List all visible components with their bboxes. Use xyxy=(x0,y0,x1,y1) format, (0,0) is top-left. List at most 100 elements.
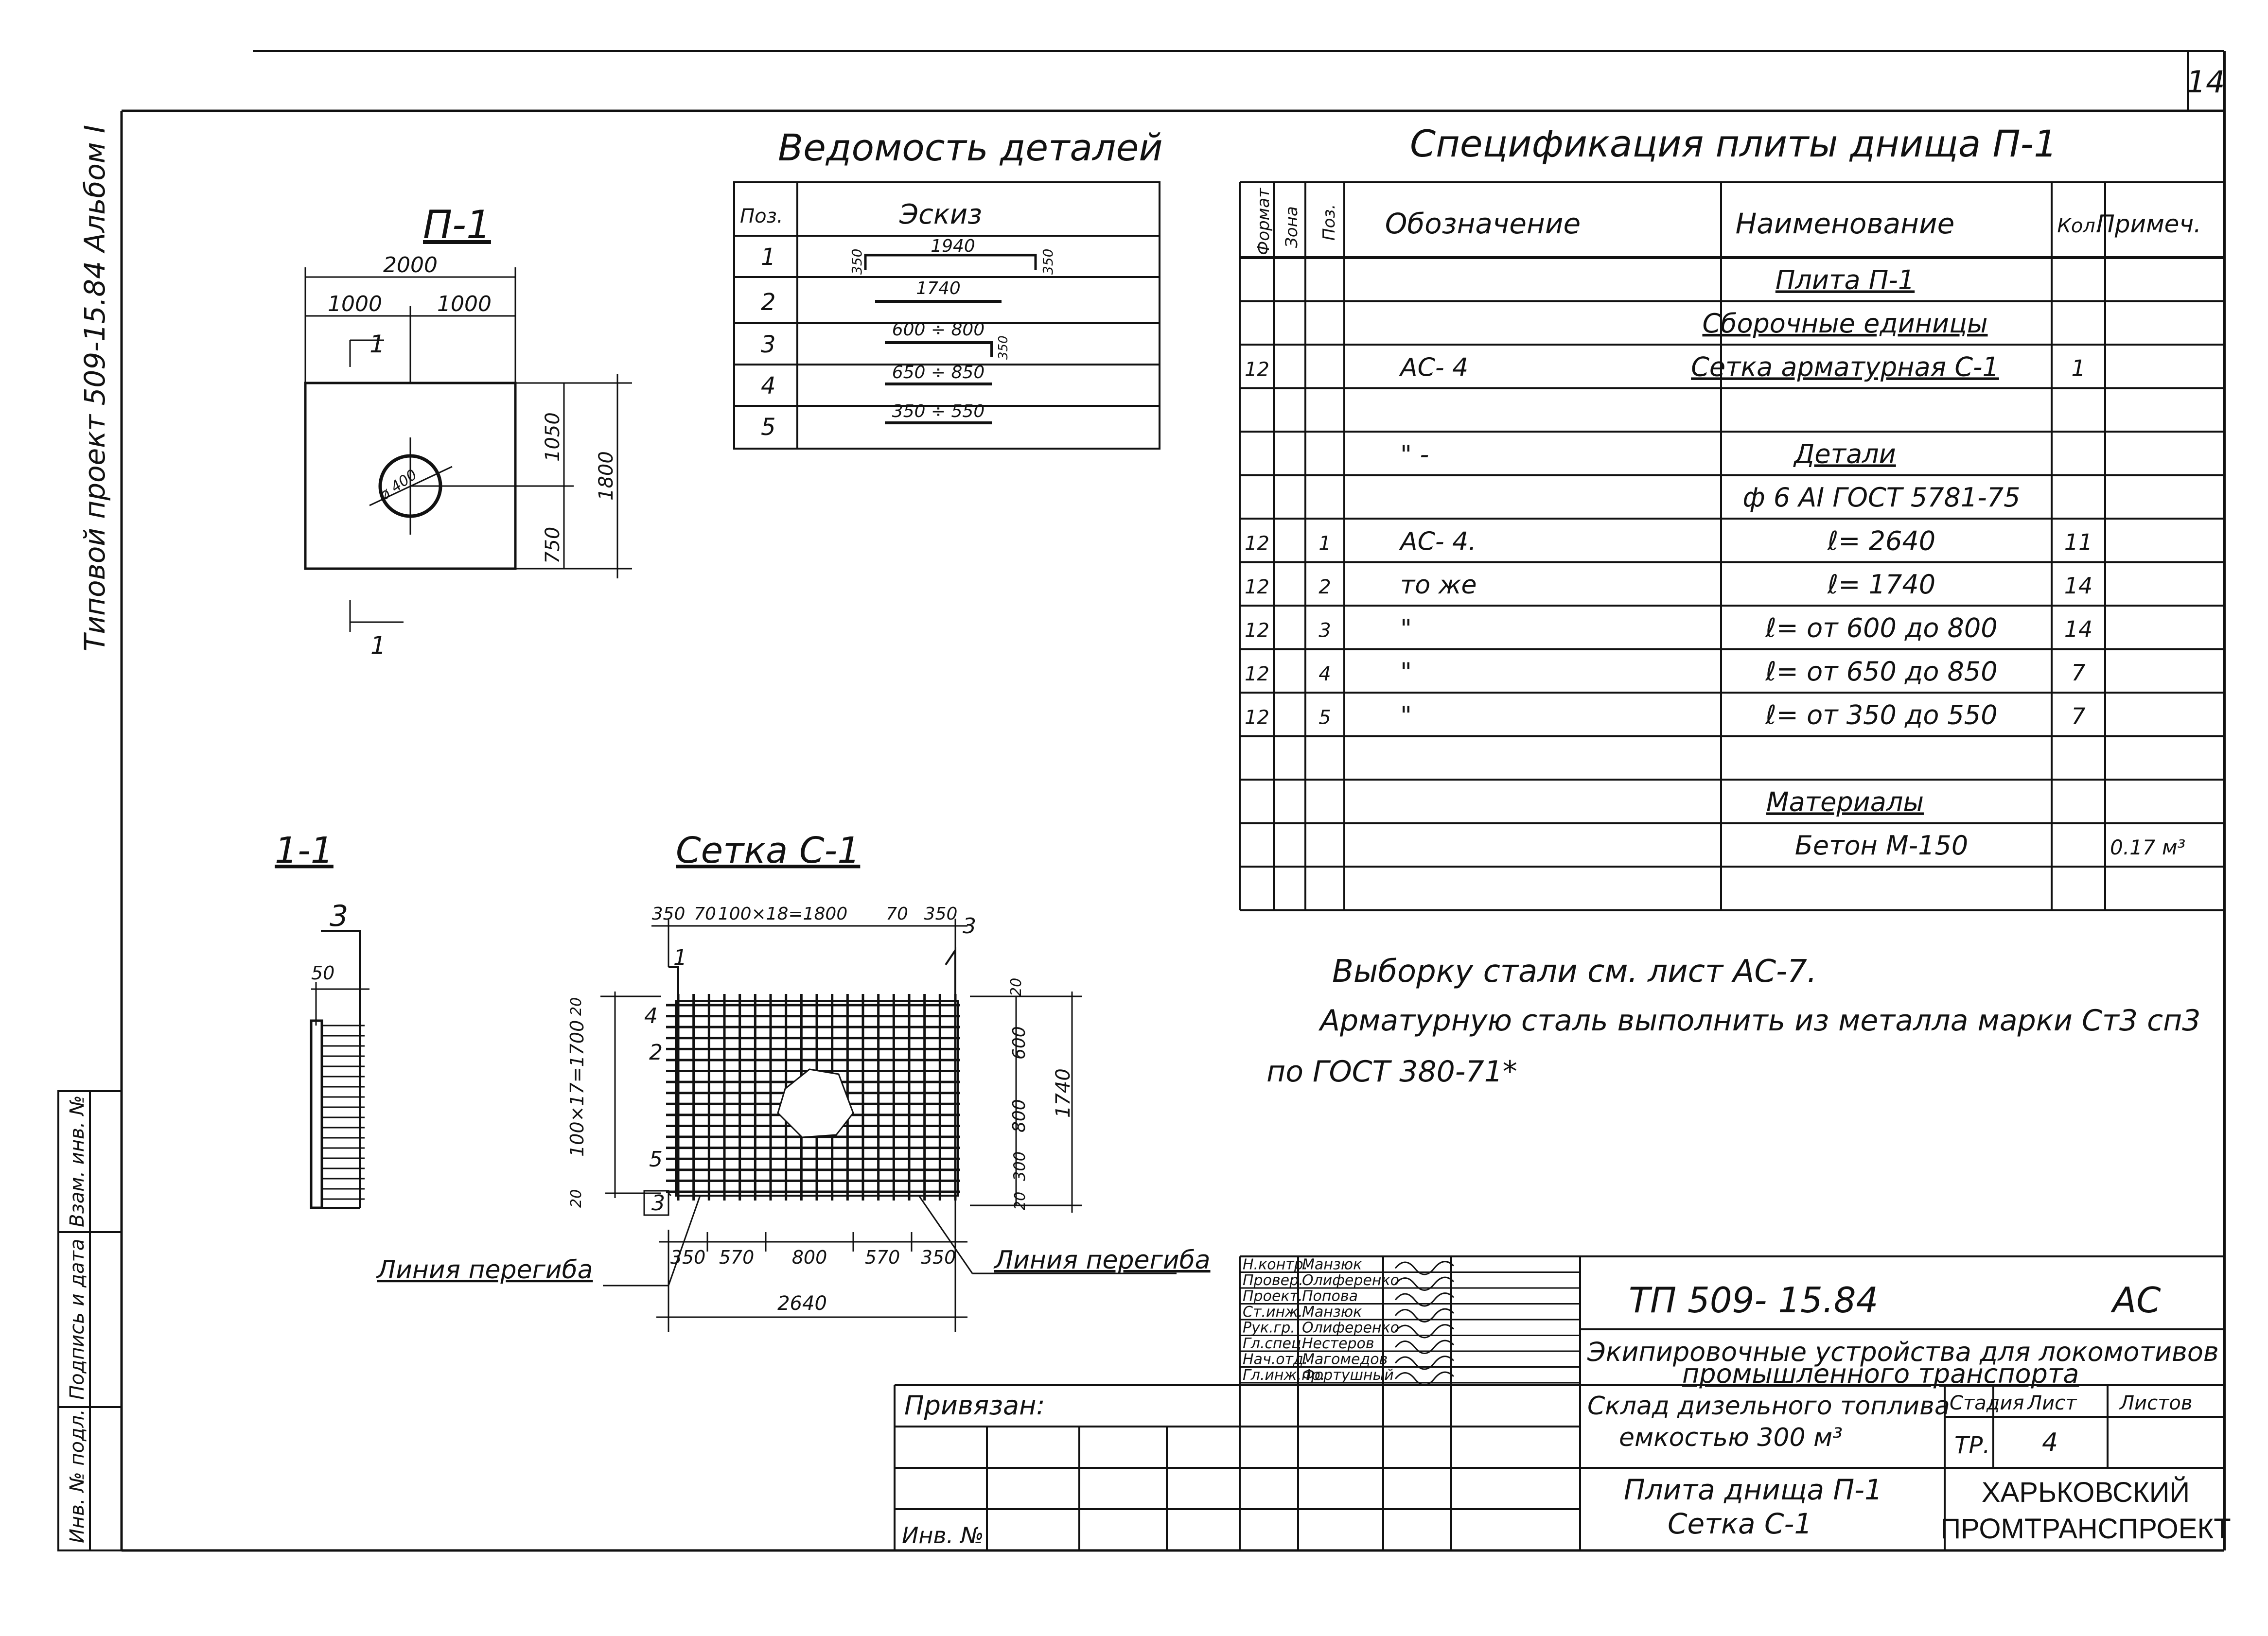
mesh-top-dim: 350 xyxy=(924,904,958,924)
details-sketch: 1740 xyxy=(916,278,961,298)
spec-cell-designation: то же xyxy=(1400,571,1477,600)
tb-sign-role: Проект. xyxy=(1243,1288,1303,1305)
mesh-left-dim: 100×17=1700 xyxy=(566,1020,588,1157)
spec-cell-designation: АС- 4. xyxy=(1399,527,1477,556)
details-sketch-right: 350 xyxy=(996,335,1011,360)
plate-plan: П-1 ø 400 2000 1000 1000 1050 750 1800 1 xyxy=(304,202,632,660)
tb-sign-role: Гл.инж.пр. xyxy=(1243,1367,1325,1384)
section-dim: 50 xyxy=(311,962,334,984)
spec-cell-name: Материалы xyxy=(1766,786,1924,817)
mesh-right-dim-top: 20 xyxy=(1008,978,1025,996)
spec-cell-qty: 11 xyxy=(2064,529,2093,555)
mesh-top-dim: 100×18=1800 xyxy=(718,904,847,924)
sheet-number: 14 xyxy=(2187,64,2225,100)
mesh-bend-right-label: Линия перегиба xyxy=(993,1246,1211,1275)
tb-sign-name: Манзюк xyxy=(1302,1304,1362,1321)
spec-cell-name: Детали xyxy=(1793,438,1896,469)
spec-cell-qty: 14 xyxy=(2064,616,2093,642)
tb-code: ТП 509- 15.84 xyxy=(1629,1280,1878,1321)
tb-sign-role: Н.контр. xyxy=(1243,1256,1308,1273)
spec-h-name: Наименование xyxy=(1736,207,1955,240)
tb-sheet-line1: Плита днища П-1 xyxy=(1624,1473,1882,1506)
spec-cell-name: ℓ= от 650 до 850 xyxy=(1765,656,1997,687)
tb-object-line1: Склад дизельного топлива xyxy=(1587,1392,1950,1421)
spec-cell-pos: 3 xyxy=(1319,619,1331,642)
tb-mark: АС xyxy=(2110,1280,2161,1321)
tb-sheet-line2: Сетка С-1 xyxy=(1668,1507,1812,1540)
title-block-signature-rows xyxy=(1240,1271,1580,1384)
signature-scribble xyxy=(1394,1308,1455,1323)
side-stamp xyxy=(57,1090,123,1551)
mesh-top-dim: 70 xyxy=(886,904,908,924)
tb-project-line2: промышленного транспорта xyxy=(1682,1358,2079,1389)
spec-cell-pos: 4 xyxy=(1319,663,1331,685)
spec-table xyxy=(1239,181,2225,911)
spec-cell-note: 0.17 м³ xyxy=(2110,835,2185,859)
details-title: Ведомость деталей xyxy=(778,126,1163,169)
mesh-bottom-dim: 350 xyxy=(921,1247,956,1268)
tb-sheets-header: Листов xyxy=(2119,1392,2192,1414)
details-col-sketch: Эскиз xyxy=(899,199,982,230)
tb-sign-name: Нестеров xyxy=(1302,1335,1374,1352)
spec-h-format: Формат xyxy=(1254,188,1273,255)
tb-object-line2: емкостью 300 м³ xyxy=(1619,1423,1843,1452)
tb-stage-header: Стадия xyxy=(1950,1392,2024,1414)
details-pos: 2 xyxy=(761,289,776,316)
section-mark-bottom: 1 xyxy=(370,631,386,660)
tb-sheet-header: Лист xyxy=(2026,1392,2077,1414)
details-pos: 4 xyxy=(761,372,776,400)
details-sketch: 350 ÷ 550 xyxy=(892,401,985,421)
spec-cell-designation: " xyxy=(1400,658,1412,687)
tb-sign-name: Магомедов xyxy=(1302,1351,1388,1368)
mesh-pos-5: 5 xyxy=(649,1147,663,1172)
spec-cell-designation: АС- 4 xyxy=(1399,353,1468,382)
spec-cell-designation: " xyxy=(1400,614,1412,643)
mesh-right-dim-800: 800 xyxy=(1009,1099,1029,1132)
side-stamp-sign: Подпись и дата xyxy=(66,1239,88,1400)
spec-h-note: Примеч. xyxy=(2096,210,2201,238)
section-1-1: 1-1 3 50 xyxy=(275,830,369,1209)
details-sketch: 600 ÷ 800 xyxy=(892,320,985,340)
mesh-opening xyxy=(777,1068,854,1138)
mesh-pos-3: 3 xyxy=(963,914,976,939)
tb-sign-role: Ст.инж. xyxy=(1243,1304,1303,1321)
mesh-left-edge-top: 20 xyxy=(568,997,585,1016)
spec-cell-qty: 7 xyxy=(2071,660,2085,686)
plate-dim-top-part: 1050 xyxy=(542,412,564,462)
plate-dim-half-left: 1000 xyxy=(328,292,382,316)
mesh-bend-right xyxy=(945,947,956,996)
tb-sign-role: Нач.отд. xyxy=(1243,1351,1308,1368)
mesh-pos-2: 2 xyxy=(649,1040,663,1065)
mesh-top-dim: 350 xyxy=(652,904,686,924)
signature-scribble xyxy=(1394,1292,1455,1307)
plate-dim-half-right: 1000 xyxy=(437,292,492,316)
spec-cell-name: ℓ= 2640 xyxy=(1827,525,1935,556)
section-bars xyxy=(322,1025,365,1209)
tb-stage: ТР. xyxy=(1954,1432,1990,1459)
tb-sign-role: Рук.гр. xyxy=(1243,1320,1295,1337)
section-title: 1-1 xyxy=(275,830,334,871)
tb-sign-name: Олиференко xyxy=(1302,1320,1399,1337)
mesh-right-dim-600: 600 xyxy=(1009,1026,1029,1060)
spec-cell-qty: 7 xyxy=(2071,703,2085,729)
spec-cell-format: 12 xyxy=(1245,663,1269,685)
side-stamp-inv: Инв. № подл. xyxy=(66,1409,88,1543)
plate-outline xyxy=(304,382,517,570)
mesh-pos-4: 4 xyxy=(644,1004,658,1028)
details-sketch-right: 350 xyxy=(1040,249,1056,275)
spec-title: Спецификация плиты днища П-1 xyxy=(1410,122,2057,165)
spec-cell-pos: 2 xyxy=(1319,576,1331,598)
signature-scribble xyxy=(1394,1356,1455,1370)
spec-h-qty: Кол. xyxy=(2057,215,2101,237)
signature-scribble xyxy=(1394,1276,1455,1291)
mesh-top-dim: 70 xyxy=(694,904,716,924)
section-pos-label: 3 xyxy=(330,899,348,933)
tb-inv-label: Инв. № xyxy=(902,1522,984,1549)
mesh-bend-left-label: Линия перегиба xyxy=(376,1255,593,1285)
details-pos: 3 xyxy=(761,331,776,358)
signature-scribble xyxy=(1394,1324,1455,1339)
spec-cell-name: Бетон М-150 xyxy=(1795,830,1968,861)
details-rows: 1 2 3 4 5 1940 350 350 1740 600 ÷ 800 35… xyxy=(761,236,1056,441)
